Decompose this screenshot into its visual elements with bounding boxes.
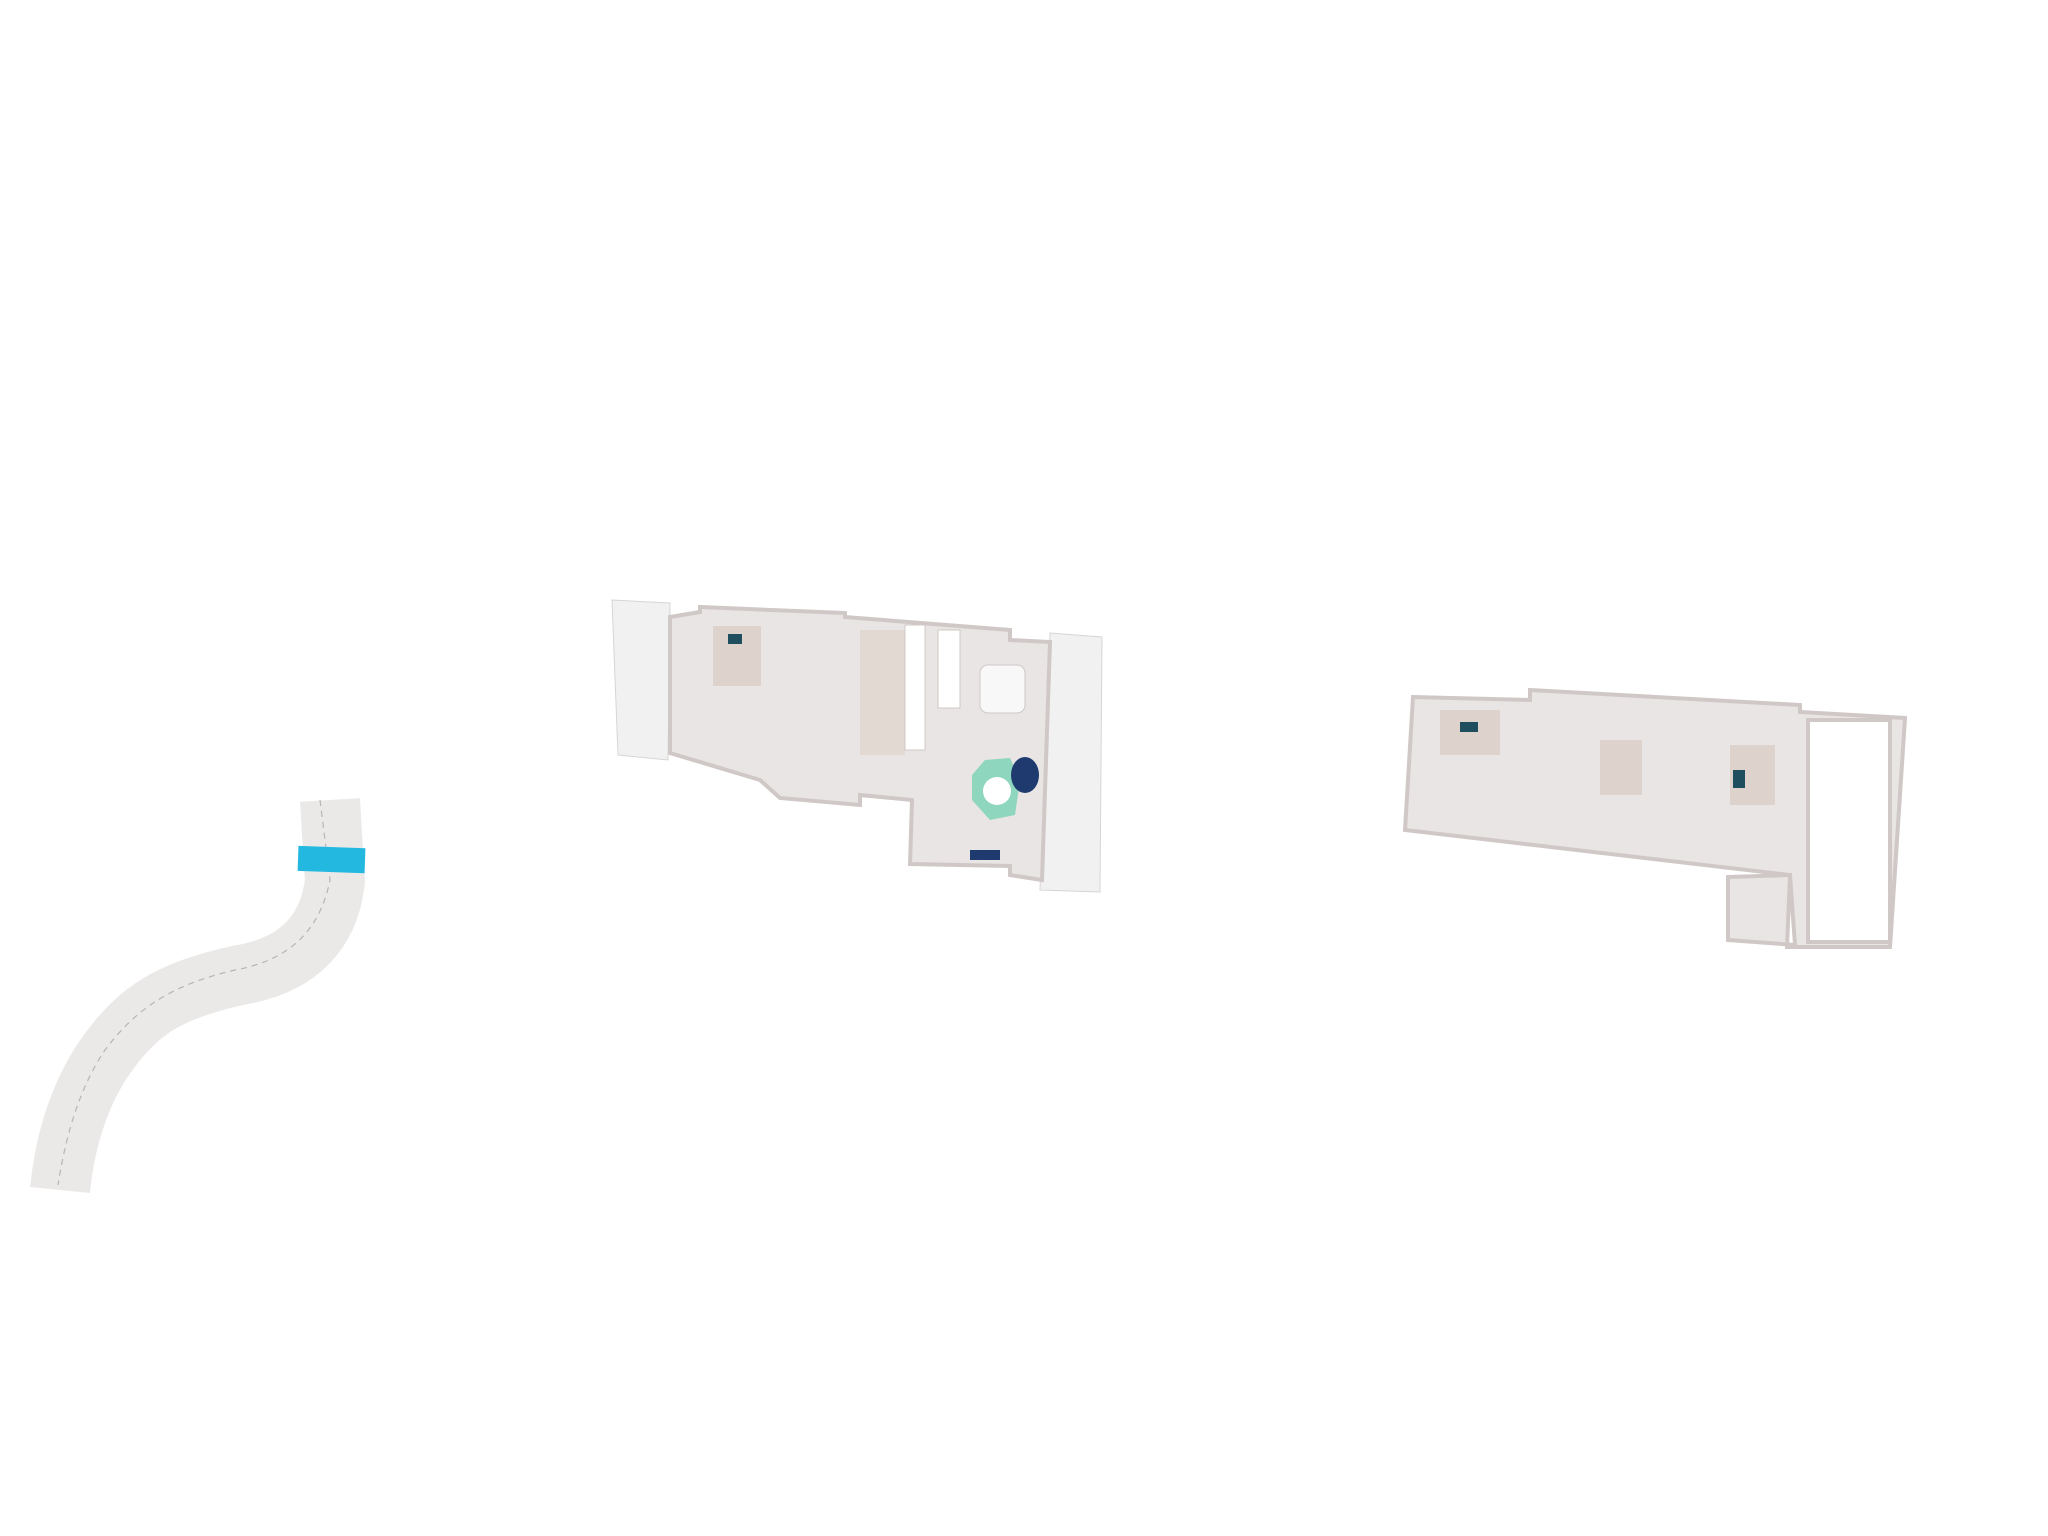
pillow-2a [1460, 722, 1478, 732]
floor-plan-unit-2 [1402, 687, 1908, 949]
pillow-2c [1733, 770, 1745, 788]
coffee-table [983, 777, 1011, 805]
stairs [860, 630, 905, 755]
terrace-2 [1806, 718, 1892, 944]
pillow [728, 634, 742, 644]
key-plan [30, 798, 366, 1194]
kitchen-island [937, 629, 961, 709]
floor-plan-unit-1 [611, 599, 1103, 893]
key-plan-gridlines [57, 799, 331, 1186]
sofa [970, 850, 1000, 860]
bed-2a [1440, 710, 1500, 755]
kitchen-counter [904, 624, 926, 751]
main-floor-2 [1402, 687, 1908, 949]
key-plan-selected-unit[interactable] [297, 845, 366, 874]
bed-2b [1600, 740, 1642, 795]
terrace-left [611, 599, 671, 761]
key-plan-building [30, 798, 365, 1194]
armchair [1011, 757, 1039, 793]
dining-table [979, 664, 1026, 714]
